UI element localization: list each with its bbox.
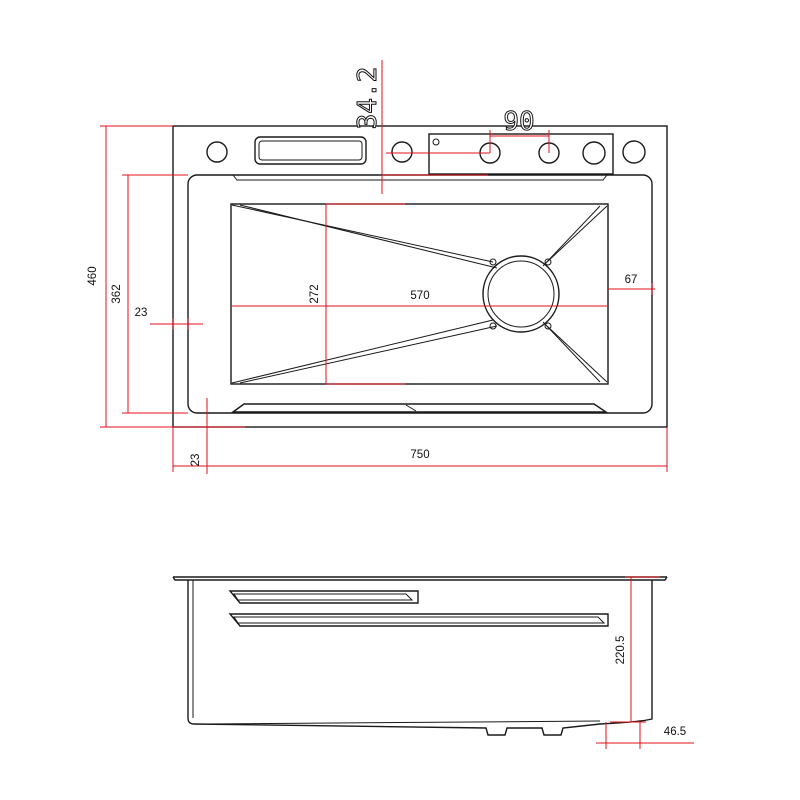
bottom-slot-joint <box>405 404 417 412</box>
body-outline <box>187 580 653 736</box>
flange-edge <box>172 576 668 581</box>
tap-hole-2 <box>391 141 413 163</box>
tap-hole-5 <box>582 141 606 165</box>
dim-bowl-inner-height-label: 272 <box>309 284 321 303</box>
side-view-dimension-lines <box>596 576 694 749</box>
drain-rib-node <box>489 322 497 330</box>
control-panel-slot <box>254 136 367 165</box>
control-panel-slot-inner <box>258 140 363 161</box>
drain-rib-node <box>489 258 497 266</box>
tap-hole-6 <box>622 140 646 164</box>
top-view-dimension-lines <box>100 60 668 474</box>
dim-side-rim-label: 23 <box>135 307 148 319</box>
dim-tap-hole-spacing-label: 90 <box>503 107 534 137</box>
drain-inner <box>487 260 555 328</box>
dim-tap-hole-offset-label: 34.2 <box>353 67 383 130</box>
side-slot-long <box>228 613 609 627</box>
faucet-plate-screw <box>432 138 440 146</box>
dim-overall-width-label: 750 <box>410 449 429 461</box>
dim-bowl-outer-height-label: 362 <box>111 284 123 303</box>
bottom-slot <box>230 403 609 413</box>
side-view: 220.5 46.5 <box>172 576 694 749</box>
dim-depth-label: 220.5 <box>615 636 627 665</box>
bowl-top-lip <box>232 174 608 181</box>
dim-bottom-rim-label: 23 <box>190 454 202 467</box>
body-floor-line <box>204 720 601 725</box>
dim-drain-offset-label: 46.5 <box>664 726 686 738</box>
dim-overall-height-label: 460 <box>87 266 99 285</box>
drain-channels <box>231 204 608 384</box>
drain-rib-node <box>544 258 552 266</box>
tap-hole-1 <box>206 141 228 163</box>
top-view: 460 362 23 272 570 67 750 23 34.2 90 <box>87 60 668 474</box>
side-slot-short <box>228 590 419 604</box>
drain-rib-node <box>544 322 552 330</box>
dim-right-offset-label: 67 <box>625 274 638 286</box>
deck-outline <box>172 125 668 428</box>
dim-bowl-inner-width-label: 570 <box>410 290 429 302</box>
bowl-inner-outline <box>230 203 609 385</box>
faucet-plate <box>428 133 614 175</box>
drain-outer <box>482 255 560 333</box>
